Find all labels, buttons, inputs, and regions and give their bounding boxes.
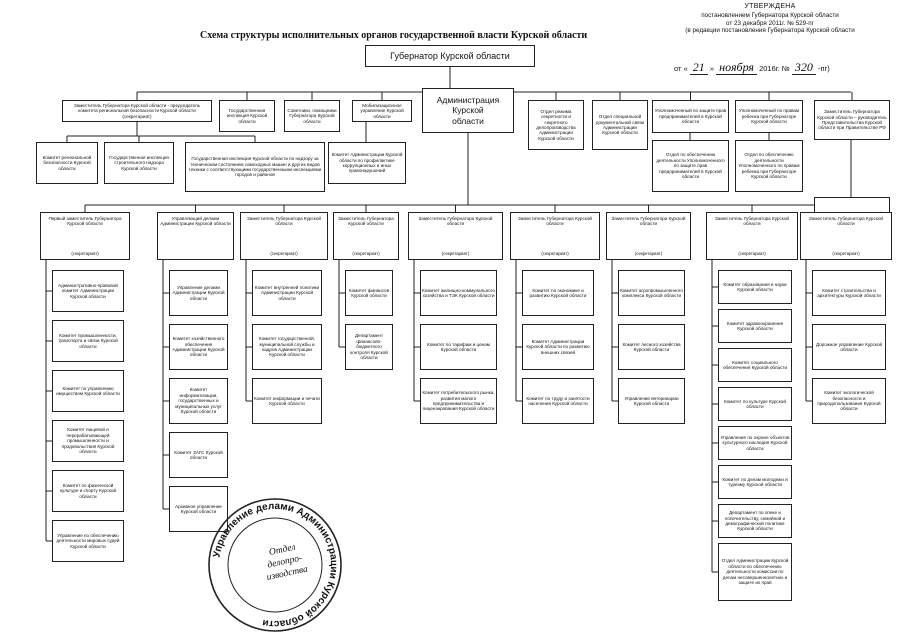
unit-box-4-0: Комитет жилищно-коммунального хозяйства … bbox=[420, 270, 497, 316]
secretariat-label: (секретариат) bbox=[634, 250, 663, 256]
unit-box-3-0: Комитет финансов Курской области bbox=[345, 270, 393, 316]
deputy-head-box-6: Заместитель Губернатора Курской области(… bbox=[606, 212, 691, 260]
unit-box-0-5: Управление по обеспечению деятельности м… bbox=[52, 520, 124, 562]
unit-box-7-1: Комитет здравоохранения Курской области bbox=[718, 309, 792, 343]
top-unit-box-5: Отдел специальной документальной связи А… bbox=[592, 100, 648, 150]
sub-unit-box-3: Комитет Администрации Курской области по… bbox=[328, 142, 406, 184]
unit-box-1-3: Комитет ЗАГС Курской области bbox=[169, 432, 228, 478]
secretariat-label: (секретариат) bbox=[738, 250, 766, 256]
sub-unit-box-2: Государственная инспекция Курской област… bbox=[185, 142, 325, 192]
unit-box-2-0: Комитет внутренней политики Администраци… bbox=[252, 270, 322, 316]
handwritten-number: 320 bbox=[791, 60, 816, 75]
diagram-title: Схема структуры исполнительных органов г… bbox=[200, 30, 588, 41]
deputy-head-box-7: Заместитель Губернатора Курской области(… bbox=[706, 212, 798, 260]
unit-box-7-6: Департамент по опеке и попечительству, с… bbox=[718, 504, 792, 538]
unit-box-1-4: Архивное управление Курской области bbox=[169, 486, 228, 532]
unit-box-0-0: Административно-правовой комитет Админис… bbox=[52, 270, 124, 312]
edition-note: (в редакции постановления Губернатора Ку… bbox=[685, 27, 855, 35]
unit-box-0-4: Комитет по физической культуре и спорту … bbox=[52, 470, 124, 512]
administration-box: Администрация Курской области bbox=[422, 88, 514, 133]
unit-box-5-2: Комитет по труду и занятости населения К… bbox=[522, 378, 594, 424]
unit-box-2-1: Комитет государственной, муниципальной с… bbox=[252, 324, 322, 370]
top-unit-box-4: Отдел режима секретности и секретного де… bbox=[528, 100, 584, 150]
approval-block: УТВЕРЖДЕНА постановлением Губернатора Ку… bbox=[640, 3, 900, 35]
unit-box-8-1: Дорожное управление Курской области bbox=[812, 324, 886, 370]
approved-label: УТВЕРЖДЕНА bbox=[744, 3, 796, 10]
unit-box-7-4: Управление по охране объектов культурног… bbox=[718, 426, 792, 460]
handwritten-month: ноября bbox=[716, 60, 757, 75]
top-unit-box-0: Заместитель Губернатора Курской области … bbox=[62, 100, 212, 122]
unit-box-7-3: Комитет по культуре Курской области bbox=[718, 387, 792, 421]
sub-unit-box-5: Отдел по обеспечению деятельности Уполно… bbox=[735, 140, 803, 192]
unit-box-1-0: Управление делами Администрации Курской … bbox=[169, 270, 228, 316]
unit-box-0-2: Комитет по управлению имуществом Курской… bbox=[52, 370, 124, 412]
deputy-head-box-8: Заместитель Губернатора Курской области(… bbox=[800, 212, 892, 260]
governor-box: Губернатор Курской области bbox=[365, 45, 535, 67]
unit-box-7-0: Комитет образования и науки Курской обла… bbox=[718, 270, 792, 304]
deputy-head-box-4: Заместитель Губернатора Курской области(… bbox=[408, 212, 503, 260]
sub-unit-box-4: Отдел по обеспечению деятельности Уполно… bbox=[652, 140, 729, 192]
unit-box-4-2: Комитет потребительского рынка, развития… bbox=[420, 378, 497, 424]
unit-box-3-1: Департамент финансово-бюджетного контрол… bbox=[345, 324, 393, 370]
deputy-head-box-2: Заместитель Губернатора Курской области(… bbox=[240, 212, 328, 260]
top-unit-box-1: Государственная инспекция Курской област… bbox=[219, 100, 275, 132]
secretariat-label: (секретариат) bbox=[541, 250, 569, 256]
unit-box-0-3: Комитет пищевой и перерабатывающей промы… bbox=[52, 420, 124, 462]
unit-box-1-1: Комитет хозяйственного обеспечения Админ… bbox=[169, 324, 228, 370]
unit-box-8-0: Комитет строительства и архитектуры Курс… bbox=[812, 270, 886, 316]
secretariat-label: (секретариат) bbox=[71, 250, 99, 256]
secretariat-label: (секретариат) bbox=[352, 250, 380, 256]
top-unit-box-3: Мобилизационное управление Курской облас… bbox=[352, 100, 412, 122]
unit-box-8-2: Комитет экологической безопасности и при… bbox=[812, 378, 886, 424]
deputy-head-box-0: Первый заместитель Губернатора Курской о… bbox=[40, 212, 130, 260]
unit-box-6-1: Комитет лесного хозяйства Курской област… bbox=[618, 324, 685, 370]
deputy-head-box-5: Заместитель Губернатора Курской области(… bbox=[510, 212, 600, 260]
unit-box-5-1: Комитет Администрации Курской области по… bbox=[522, 324, 594, 370]
edition-date-line: от « 21 » ноября 2016г. № 320 -пг) bbox=[674, 60, 830, 75]
approved-date: от 23 декабря 2011г. № 529-пг bbox=[726, 19, 814, 27]
deputy-head-box-3: Заместитель Губернатора Курской области(… bbox=[333, 212, 399, 260]
sub-unit-box-0: Комитет региональной безопасности Курско… bbox=[36, 142, 98, 184]
approved-by: постановлением Губернатора Курской облас… bbox=[701, 11, 839, 19]
deputy-head-box-1: Управляющий делами Администрации Курской… bbox=[157, 212, 234, 260]
unit-box-7-2: Комитет социального обеспечения Курской … bbox=[718, 348, 792, 382]
unit-box-7-5: Комитет по делам молодежи и туризму Курс… bbox=[718, 465, 792, 499]
handwritten-day: 21 bbox=[689, 60, 708, 75]
unit-box-1-2: Комитет информатизации, государственных … bbox=[169, 378, 228, 424]
unit-box-5-0: Комитет по экономике и развитию Курской … bbox=[522, 270, 594, 316]
unit-box-0-1: Комитет промышленности, транспорта и свя… bbox=[52, 320, 124, 362]
office-stamp: Управление делами Администрации Курской … bbox=[208, 498, 342, 632]
unit-box-7-7: Отдел Администрации Курской области по о… bbox=[718, 543, 792, 601]
sub-unit-box-1: Государственная инспекция строительного … bbox=[104, 142, 174, 184]
unit-box-6-2: Управление ветеринарии Курской области bbox=[618, 378, 685, 424]
top-unit-box-7: Уполномоченный по правам ребенка при Губ… bbox=[735, 100, 803, 133]
unit-box-6-0: Комитет агропромышленного комплекса Курс… bbox=[618, 270, 685, 316]
top-unit-box-2: Советники, помощники Губернатора Курской… bbox=[284, 100, 340, 132]
unit-box-4-1: Комитет по тарифам и ценам Курской облас… bbox=[420, 324, 497, 370]
unit-box-2-2: Комитет информации и печати Курской обла… bbox=[252, 378, 322, 424]
secretariat-label: (секретариат) bbox=[441, 250, 470, 256]
top-unit-box-6: Уполномоченный по защите прав предприним… bbox=[652, 100, 729, 133]
top-unit-box-8: Заместитель Губернатора Курской области … bbox=[814, 100, 890, 140]
secretariat-label: (секретариат) bbox=[832, 250, 860, 256]
secretariat-label: (секретариат) bbox=[270, 250, 298, 256]
